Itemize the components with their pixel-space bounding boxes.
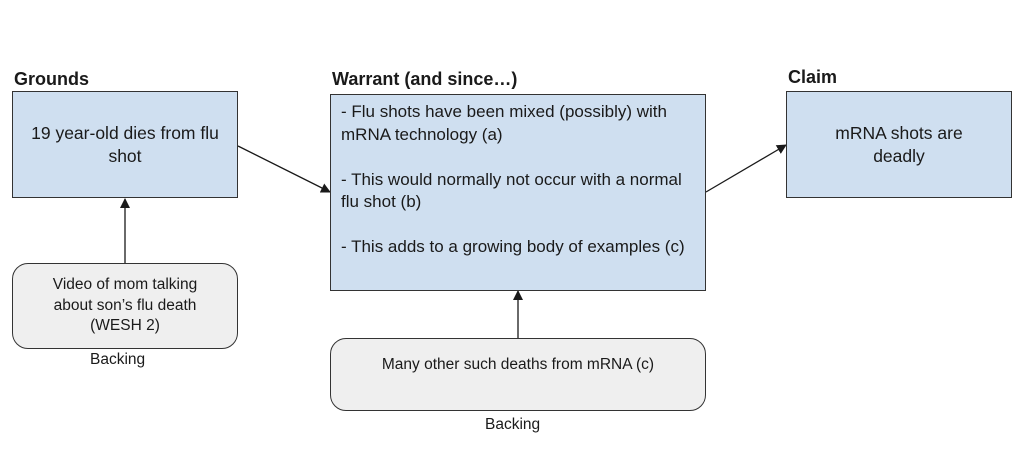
warrant-backing-text: Many other such deaths from mRNA (c) <box>381 356 655 373</box>
warrant-point: - This adds to a growing body of example… <box>341 237 685 256</box>
grounds-backing-box: Video of mom talking about son’s flu dea… <box>12 263 238 349</box>
arrow-grounds-to-warrant <box>237 145 331 193</box>
warrant-point: - Flu shots have been mixed (possibly) w… <box>341 102 667 144</box>
grounds-heading: Grounds <box>14 69 89 89</box>
claim-text: mRNA shots are deadly <box>835 122 963 166</box>
grounds-backing-text: Video of mom talking about son’s flu dea… <box>52 276 198 334</box>
grounds-box: 19 year-old dies from flu shot <box>12 91 238 198</box>
warrant-backing-box: Many other such deaths from mRNA (c) <box>330 338 706 411</box>
grounds-backing-label: Backing <box>90 351 146 368</box>
arrow-warrant-to-claim <box>705 144 787 193</box>
warrant-point: - This would normally not occur with a n… <box>341 169 682 212</box>
warrant-heading: Warrant (and since…) <box>332 69 518 89</box>
grounds-text: 19 year-old dies from flu shot <box>31 122 219 166</box>
claim-box: mRNA shots are deadly <box>786 91 1012 198</box>
warrant-box: - Flu shots have been mixed (possibly) w… <box>330 94 706 291</box>
claim-heading: Claim <box>788 67 838 87</box>
warrant-backing-label: Backing <box>485 416 541 433</box>
